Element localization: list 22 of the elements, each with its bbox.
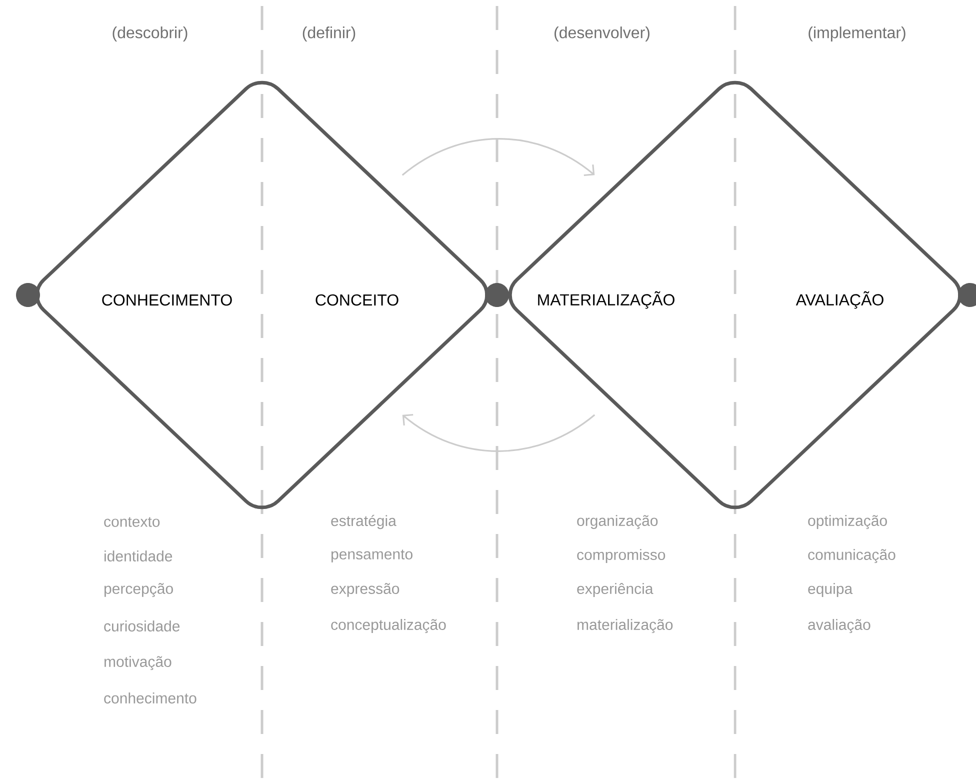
phase-label: (definir) — [302, 26, 356, 42]
keyword: percepção — [104, 583, 173, 597]
keyword: conhecimento — [104, 692, 196, 704]
keyword: compromisso — [577, 549, 666, 563]
diamond-box: MATERIALIZAÇÃO AVALIAÇÃO — [508, 80, 962, 510]
keyword: identidade — [104, 550, 172, 562]
keyword: pensamento — [332, 550, 412, 562]
keyword: materialização — [578, 618, 673, 634]
diamond-box: CONHECIMENTO CONCEITO — [35, 80, 489, 510]
keyword: experiência — [577, 582, 654, 597]
keyword: avaliação — [808, 618, 870, 634]
keyword: comunicação — [808, 548, 896, 564]
keyword: curiosidade — [104, 620, 180, 632]
phase-label: (desenvolver) — [554, 26, 650, 42]
phase-label: (implementar) — [808, 26, 906, 42]
keyword: conceptualização — [331, 618, 446, 634]
curved-arrow — [402, 138, 595, 176]
keyword: motivação — [104, 656, 172, 670]
curved-arrow — [402, 414, 596, 452]
phase-label: (descobrir) — [112, 26, 188, 42]
keyword: expressão — [331, 583, 400, 597]
keyword: equipa — [808, 583, 853, 597]
